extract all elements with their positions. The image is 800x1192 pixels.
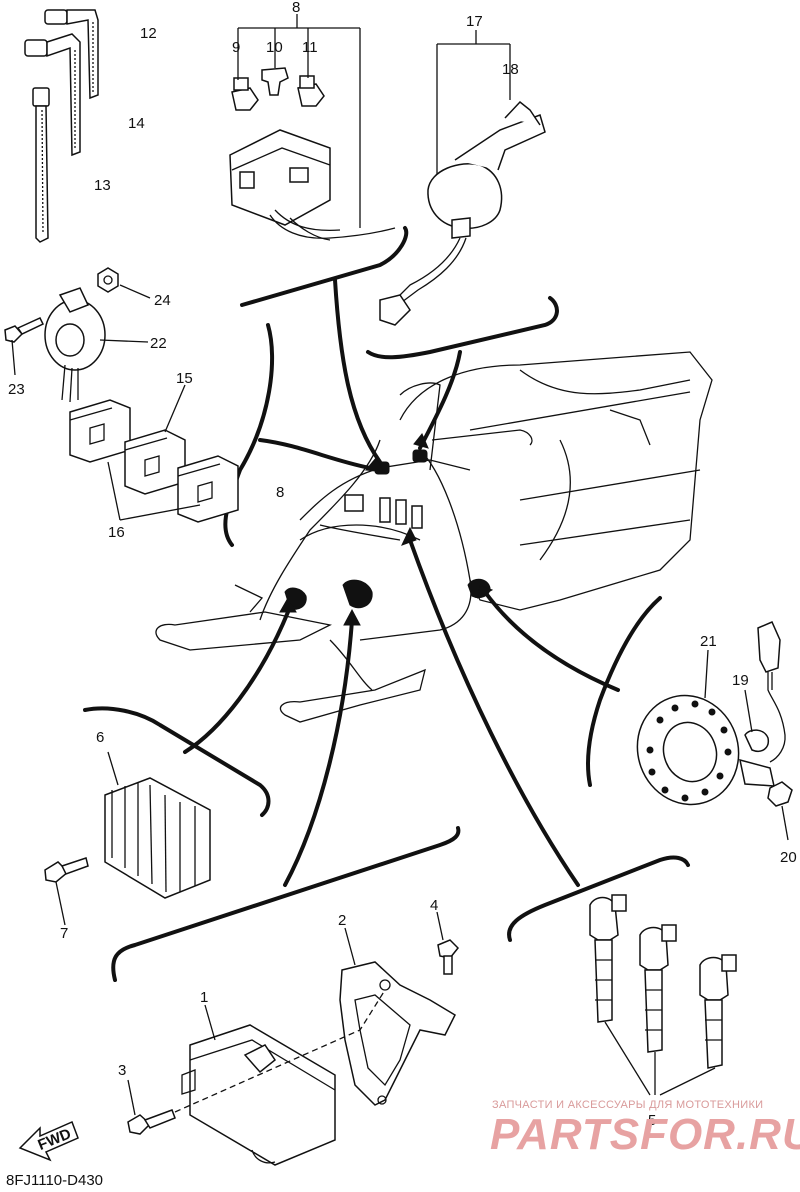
callout-19: 19 xyxy=(732,672,749,689)
bolt-23 xyxy=(4,317,45,376)
callout-13: 13 xyxy=(94,177,111,194)
bolt-3 xyxy=(127,989,386,1135)
diagram-code: 8FJ1110-D430 xyxy=(6,1172,104,1189)
callout-11: 11 xyxy=(302,39,318,56)
callout-lines-top xyxy=(237,14,511,228)
fuse-10 xyxy=(261,67,289,96)
callout-3: 3 xyxy=(118,1062,126,1079)
forward-arrow-icon: FWD xyxy=(18,1120,79,1162)
relay-15 xyxy=(124,384,186,495)
callout-2: 2 xyxy=(338,912,346,929)
cable-tie-13 xyxy=(32,87,50,243)
group-brackets xyxy=(83,226,690,982)
callout-numbers: 12 14 13 8 9 10 11 17 18 24 22 23 15 16 … xyxy=(8,0,797,1129)
pickup-coil-21 xyxy=(636,649,740,806)
relay-16b xyxy=(177,455,239,523)
bolt-4 xyxy=(436,911,460,975)
callout-5: 5 xyxy=(648,1112,656,1129)
bracket-2 xyxy=(339,927,456,1106)
cable-tie-14 xyxy=(24,33,81,157)
nut-24 xyxy=(97,267,151,299)
callout-12: 12 xyxy=(140,25,157,42)
plug-cap-5a xyxy=(589,894,627,1023)
horn-22 xyxy=(44,287,149,403)
callout-18: 18 xyxy=(502,61,519,78)
plug-cap-5c xyxy=(699,954,737,1069)
fuse-box-8 xyxy=(229,129,396,241)
callout-7: 7 xyxy=(60,925,68,942)
main-switch-17 xyxy=(379,100,546,326)
leader-lines xyxy=(183,278,620,887)
fuse-11 xyxy=(297,75,325,107)
fwd-label: FWD xyxy=(36,1125,74,1154)
callout-24: 24 xyxy=(154,292,171,309)
callout-14: 14 xyxy=(128,115,145,132)
callout-15: 15 xyxy=(176,370,193,387)
rectifier-6 xyxy=(104,751,211,899)
cable-tie-12 xyxy=(44,9,99,100)
callout-lines-16 xyxy=(107,461,201,521)
callout-20: 20 xyxy=(780,849,797,866)
snowmobile-outline xyxy=(155,351,713,723)
callout-8-mid: 8 xyxy=(276,484,284,501)
callout-22: 22 xyxy=(150,335,167,352)
callout-17: 17 xyxy=(466,13,483,30)
plug-cap-5b xyxy=(639,924,677,1053)
sensor-19 xyxy=(739,621,786,787)
callout-lines-5 xyxy=(604,1021,716,1096)
callout-10: 10 xyxy=(266,39,283,56)
fuse-9 xyxy=(231,77,259,111)
relay-16a xyxy=(69,399,131,463)
cdi-unit-1 xyxy=(181,1004,336,1166)
bolt-20 xyxy=(767,781,793,841)
callout-6: 6 xyxy=(96,729,104,746)
callout-16: 16 xyxy=(108,524,125,541)
callout-1: 1 xyxy=(200,989,208,1006)
bolt-7 xyxy=(44,857,89,926)
watermark-brand: PARTSFOR.RU xyxy=(490,1110,800,1159)
callout-4: 4 xyxy=(430,897,438,914)
callout-23: 23 xyxy=(8,381,25,398)
callout-8-top: 8 xyxy=(292,0,300,16)
callout-9: 9 xyxy=(232,39,240,56)
watermark-tagline: ЗАПЧАСТИ И АКСЕССУАРЫ ДЛЯ МОТОТЕХНИКИ xyxy=(492,1099,764,1111)
callout-21: 21 xyxy=(700,633,717,650)
